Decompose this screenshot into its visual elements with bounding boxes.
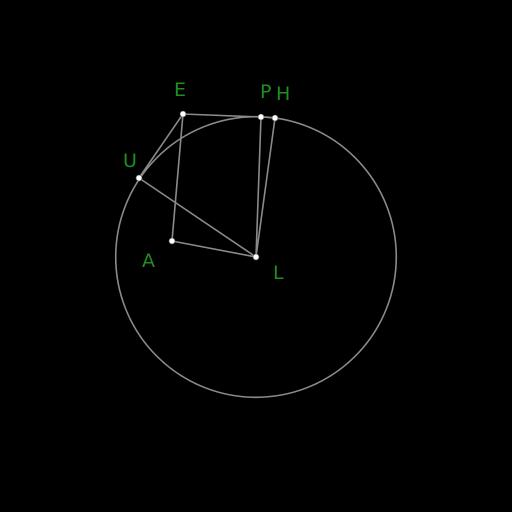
segment-EA <box>171 113 184 242</box>
label-L: L <box>273 262 284 284</box>
label-H: H <box>276 83 290 105</box>
label-A: A <box>142 250 155 272</box>
point-P <box>257 113 265 121</box>
point-L <box>252 253 260 261</box>
segment-EP <box>182 113 262 118</box>
point-A <box>168 237 176 245</box>
label-E: E <box>174 79 186 101</box>
point-E <box>179 110 187 118</box>
segment-HL <box>255 117 276 258</box>
segment-layer <box>138 113 276 258</box>
segment-PL <box>255 116 262 258</box>
segment-UE <box>138 113 184 179</box>
label-P: P <box>260 81 271 103</box>
segment-AL <box>171 240 257 258</box>
point-H <box>271 114 279 122</box>
point-U <box>135 174 143 182</box>
label-U: U <box>123 150 137 172</box>
segment-UL <box>138 177 257 258</box>
point-layer <box>135 110 279 261</box>
